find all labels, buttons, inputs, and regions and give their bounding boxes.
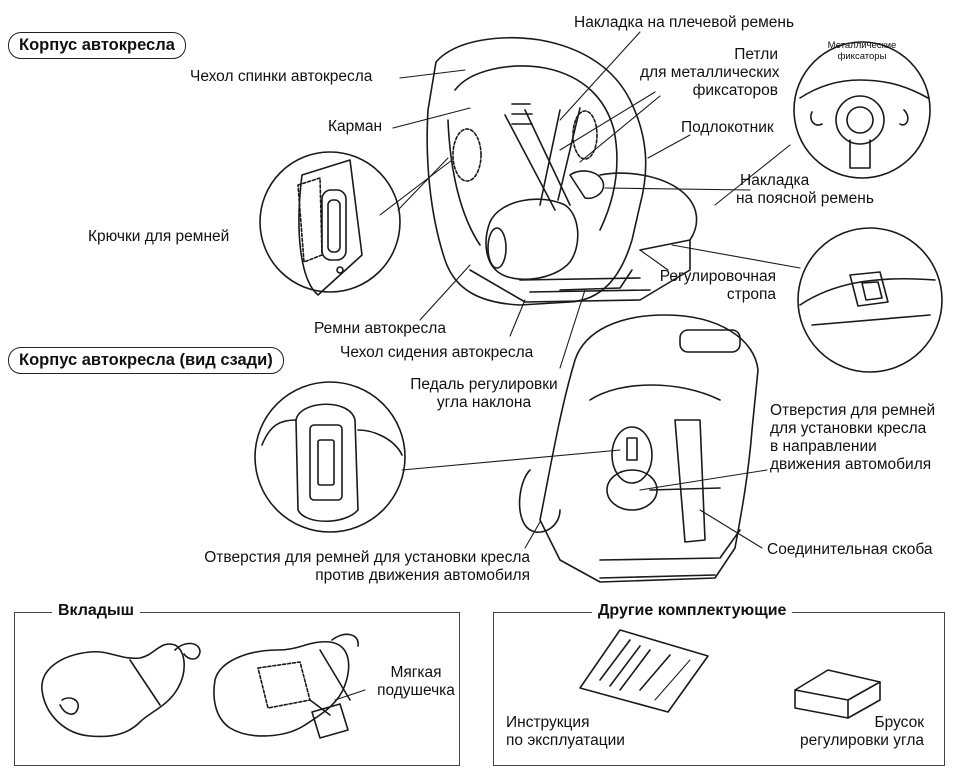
label-lap-pad: Накладка на поясной ремень (736, 172, 874, 207)
label-connector: Соединительная скоба (767, 541, 933, 558)
heading-rear-seat: Корпус автокресла (вид сзади) (8, 347, 284, 374)
heading-other-accessories: Другие комплектующие (592, 601, 793, 621)
label-seat-cover: Чехол сидения автокресла (340, 344, 534, 361)
heading-front-seat: Корпус автокресла (8, 32, 186, 59)
rear-seat-drawing (518, 314, 759, 583)
insert-drawing (41, 633, 359, 739)
label-adjust-strap: Регулировочная стропа (659, 268, 776, 303)
zoom-clips-circle (793, 41, 931, 179)
label-armrest: Подлокотник (681, 119, 774, 136)
leader-lines (334, 31, 801, 701)
label-manual: Инструкция по эксплуатации (506, 714, 625, 749)
insert-box (14, 612, 460, 766)
label-soft-pad: Мягкая подушечка (377, 664, 455, 699)
front-seat-drawing (426, 37, 698, 306)
zoom-strap-circle (797, 227, 943, 373)
label-recline-pedal: Педаль регулировки угла наклона (410, 376, 558, 411)
heading-insert: Вкладыш (52, 601, 140, 621)
label-angle-block: Брусок регулировки угла (800, 714, 924, 749)
label-metal-clips: Металлические фиксаторы (827, 40, 897, 62)
label-back-cover: Чехол спинки автокресла (190, 68, 373, 85)
label-loops: Петли для металлических фиксаторов (640, 46, 780, 99)
label-belt-hooks: Крючки для ремней (88, 228, 230, 245)
label-shoulder-pad: Накладка на плечевой ремень (574, 14, 795, 31)
label-seat-belts: Ремни автокресла (314, 320, 446, 337)
label-rearward-holes: Отверстия для ремней для установки кресл… (204, 549, 530, 584)
accessories-drawing (579, 629, 881, 719)
zoom-hooks-circle (259, 151, 401, 296)
label-forward-holes: Отверстия для ремней для установки кресл… (770, 402, 936, 473)
label-pocket: Карман (328, 118, 383, 135)
zoom-rear-holes-circle (254, 381, 406, 533)
